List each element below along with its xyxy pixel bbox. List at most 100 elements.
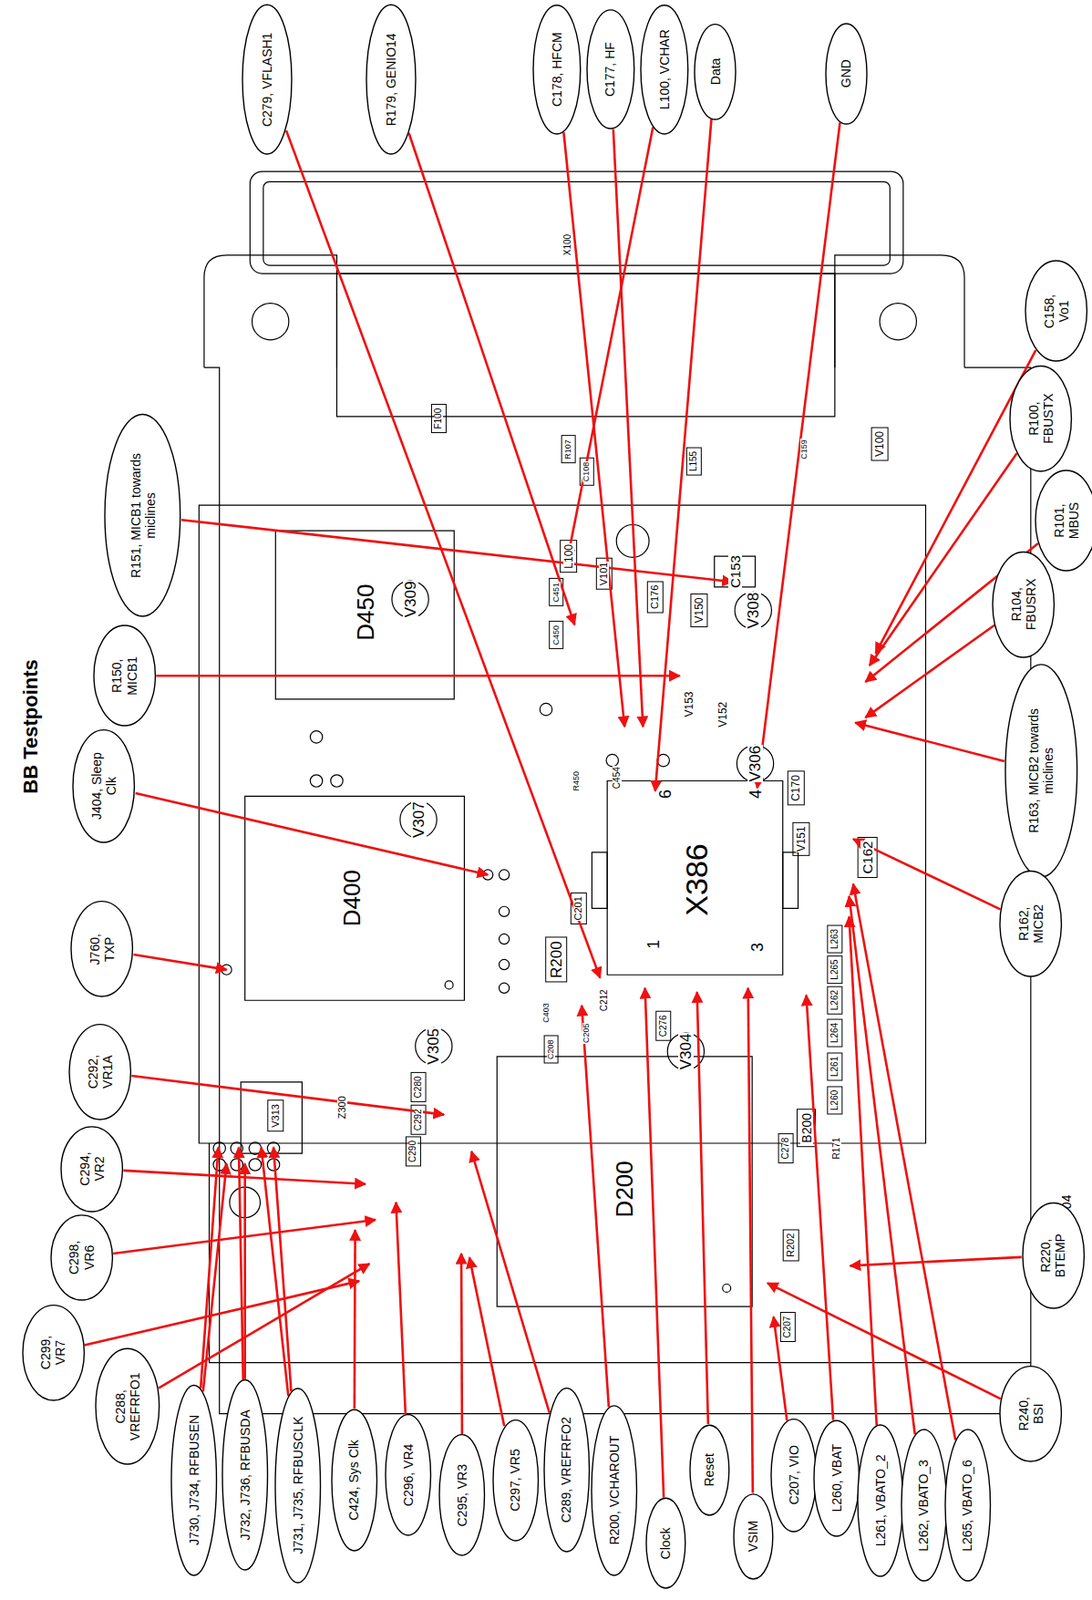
component-label: C159 bbox=[800, 438, 809, 461]
callout-ellipse bbox=[640, 4, 689, 134]
callout-ellipse bbox=[646, 1497, 686, 1588]
component-label: V101 bbox=[598, 561, 609, 588]
component-label: D400 bbox=[339, 868, 364, 928]
part-outline bbox=[561, 435, 576, 464]
callout-ellipse bbox=[72, 729, 134, 842]
leader-line bbox=[853, 884, 956, 1441]
leader-line bbox=[853, 838, 1000, 909]
callout-ellipse bbox=[104, 414, 181, 617]
callout-label: L265, VBATO_6 bbox=[959, 1459, 975, 1552]
callout-label: Reset bbox=[701, 1452, 717, 1487]
pcb-shape bbox=[330, 774, 343, 787]
component-label: R202 bbox=[785, 1232, 796, 1258]
callout-ellipse bbox=[61, 1125, 123, 1211]
component-label: V304 bbox=[678, 1032, 694, 1072]
callout-ellipse bbox=[694, 23, 736, 119]
component-label: C162 bbox=[860, 840, 875, 876]
callout-label: C297, VR5 bbox=[507, 1448, 523, 1511]
callout-ellipse bbox=[1035, 470, 1092, 571]
leader-line bbox=[123, 1170, 365, 1185]
callout-label: C288, VREFRFO1 bbox=[113, 1367, 143, 1445]
component-label: C176 bbox=[649, 584, 660, 610]
callout-label: C292, VR1A bbox=[85, 1049, 115, 1095]
pcb-shape bbox=[248, 1158, 261, 1171]
component-label: L262 bbox=[830, 988, 840, 1011]
callout-ellipse bbox=[533, 4, 581, 134]
testpoint-callout: C292, VR1A bbox=[68, 1022, 132, 1120]
pin-number: 1 bbox=[645, 938, 662, 950]
part-outline bbox=[267, 1100, 284, 1132]
pcb-shape bbox=[591, 852, 608, 909]
leader-line bbox=[697, 991, 709, 1424]
leader-lines bbox=[84, 119, 1039, 1498]
component-label: L265 bbox=[830, 958, 840, 980]
callout-label: R100, FBUSTX bbox=[1026, 391, 1056, 446]
leader-line bbox=[581, 1005, 609, 1407]
callout-label: C424, Sys Clk bbox=[346, 1439, 361, 1521]
callout-ellipse bbox=[945, 1429, 991, 1581]
testpoint-callout: R104, FBUSRX bbox=[991, 550, 1055, 659]
part-outline bbox=[686, 447, 701, 475]
leader-line bbox=[158, 1263, 370, 1389]
callout-label: L100, VCHAR bbox=[657, 29, 672, 110]
component-label: C292 bbox=[413, 1107, 423, 1132]
pcb-shape bbox=[498, 933, 509, 944]
component-label: C276 bbox=[659, 1013, 669, 1038]
callout-ellipse bbox=[1022, 1202, 1084, 1309]
part-outline bbox=[656, 1010, 671, 1041]
part-outline bbox=[647, 581, 663, 613]
leader-line bbox=[203, 1163, 227, 1391]
testpoint-callout: R151, MICB1 towards miclines bbox=[103, 413, 182, 618]
callout-ellipse bbox=[366, 4, 416, 155]
pcb-shape bbox=[498, 958, 509, 969]
testpoint-callout: R220, BTEMP bbox=[1021, 1201, 1085, 1309]
component-label: C212 bbox=[599, 988, 609, 1012]
leader-line bbox=[869, 453, 1018, 666]
callout-label: C289, VREFRFO2 bbox=[558, 1416, 574, 1523]
part-outline bbox=[871, 427, 888, 461]
testpoint-callout: Clock bbox=[645, 1497, 687, 1590]
part-outline bbox=[778, 1133, 794, 1164]
component-label: C278 bbox=[781, 1136, 791, 1161]
pcb-shape bbox=[275, 530, 454, 700]
callout-label: C177, HF bbox=[602, 41, 618, 97]
leader-line bbox=[757, 122, 841, 788]
callout-ellipse bbox=[825, 23, 867, 124]
testpoint-callout: L262, VBATO_3 bbox=[900, 1428, 948, 1582]
component-label: R171 bbox=[832, 1136, 842, 1161]
pcb-shape bbox=[444, 980, 454, 989]
callout-ellipse bbox=[591, 1405, 638, 1576]
part-outline bbox=[827, 956, 843, 984]
callout-label: R163, MICB2 towards miclines bbox=[1026, 690, 1056, 851]
component-label: D200 bbox=[612, 1159, 637, 1218]
component-label: D450 bbox=[353, 583, 378, 642]
component-label: C450 bbox=[552, 624, 561, 647]
leader-line bbox=[865, 625, 995, 718]
pcb-shape bbox=[198, 504, 926, 1144]
testpoint-callout: C177, HF bbox=[586, 9, 636, 130]
callout-label: R101, MBUS bbox=[1051, 497, 1082, 544]
callout-ellipse bbox=[999, 870, 1062, 977]
component-label: C170 bbox=[790, 773, 802, 803]
testpoint-callout: Reset bbox=[689, 1423, 731, 1516]
part-outline bbox=[827, 1052, 843, 1081]
callout-label: L260, VBAT bbox=[829, 1443, 845, 1512]
part-outline bbox=[827, 925, 843, 953]
callout-label: L261, VBATO_2 bbox=[873, 1454, 888, 1547]
testpoint-callout: Data bbox=[693, 22, 737, 120]
testpoint-callout: C297, VR5 bbox=[492, 1418, 540, 1541]
callout-label: R240, BSI bbox=[1016, 1392, 1046, 1434]
callout-ellipse bbox=[813, 1420, 860, 1536]
leader-line bbox=[645, 988, 665, 1498]
pcb-shape bbox=[607, 781, 783, 976]
component-label: L261 bbox=[830, 1055, 840, 1078]
testpoint-callout: R162, MICB2 bbox=[999, 870, 1062, 979]
testpoint-callout: VSIM bbox=[732, 1492, 774, 1579]
part-outline bbox=[827, 1086, 843, 1114]
component-label: V308 bbox=[745, 591, 762, 630]
pcb-shape bbox=[879, 303, 917, 340]
leader-line bbox=[460, 1253, 464, 1434]
testpoint-callout: L100, VCHAR bbox=[639, 4, 690, 135]
part-outline bbox=[827, 1019, 843, 1047]
